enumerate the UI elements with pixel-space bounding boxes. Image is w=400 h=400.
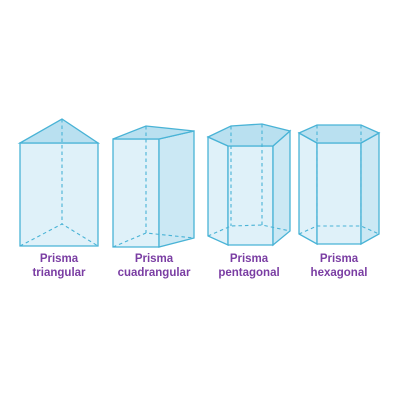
hexagonal-prism-front-face: [316, 142, 362, 245]
triangular-prism-label-line2: triangular: [32, 267, 86, 279]
hexagonal-prism-top-face: [297, 124, 381, 144]
quadrangular-prism: [112, 125, 195, 248]
triangular-prism-label-line1: Prisma: [39, 253, 79, 265]
pentagonal-prism-label-line2: pentagonal: [218, 267, 280, 279]
triangular-prism: [17, 118, 101, 247]
triangular-prism-hidden-base: [19, 223, 99, 247]
pentagonal-prism-label-line1: Prisma: [229, 253, 269, 265]
hexagonal-prism: [297, 124, 381, 246]
quadrangular-prism-hidden-base: [112, 232, 195, 248]
hexagonal-prism-label: Prisma hexagonal: [289, 252, 389, 280]
quadrangular-prism-label-line1: Prisma: [134, 253, 174, 265]
quadrangular-prism-label-line2: cuadrangular: [117, 267, 191, 279]
hexagonal-prism-hidden-base: [298, 225, 380, 235]
quadrangular-prism-top-face: [112, 125, 195, 140]
triangular-prism-front-face: [19, 142, 99, 247]
pentagonal-prism-left-face: [207, 135, 229, 247]
quadrangular-prism-label: Prisma cuadrangular: [104, 252, 204, 280]
hexagonal-prism-label-line2: hexagonal: [310, 267, 368, 279]
pentagonal-prism-hidden-base: [207, 224, 291, 237]
triangular-prism-label: Prisma triangular: [9, 252, 109, 280]
pentagonal-prism-front-face: [227, 145, 274, 246]
pentagonal-prism: [206, 123, 292, 247]
quadrangular-prism-side-face: [158, 130, 195, 248]
triangular-prism-top-face: [17, 118, 101, 144]
hexagonal-prism-label-line1: Prisma: [319, 253, 359, 265]
pentagonal-prism-label: Prisma pentagonal: [199, 252, 299, 280]
hexagonal-prism-left-face: [298, 131, 318, 246]
pentagonal-prism-top-face: [206, 123, 292, 147]
quadrangular-prism-front-face: [112, 138, 160, 248]
pentagonal-prism-right-face: [272, 129, 291, 247]
